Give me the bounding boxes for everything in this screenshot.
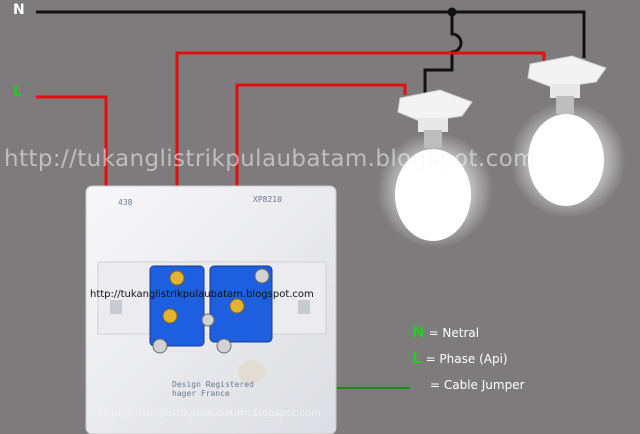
terminal-live-label: L bbox=[13, 84, 22, 100]
legend-key: N bbox=[412, 323, 425, 341]
light-bulb-icon bbox=[510, 55, 626, 218]
legend-text: = Phase (Api) bbox=[425, 352, 508, 366]
light-bulb-icon bbox=[377, 89, 493, 248]
legend-live: L= Phase (Api) bbox=[412, 349, 508, 367]
watermark-url: http://tukanglistrikpulaubatam.blogspot.… bbox=[4, 146, 536, 172]
legend-key: L bbox=[412, 349, 422, 367]
double-switch-mechanism-icon bbox=[149, 265, 273, 354]
plate-code-left: 438 bbox=[118, 198, 133, 207]
plate-design-text: Design Registered hager France bbox=[172, 380, 254, 398]
watermark-url-small: http://tukanglistrikpulaubatam.blogspot.… bbox=[90, 289, 314, 300]
legend-jumper: = Cable Jumper bbox=[430, 378, 525, 392]
plate-code-right: XP8210 bbox=[253, 195, 282, 204]
terminal-neutral-label: N bbox=[13, 2, 25, 18]
legend-text: = Netral bbox=[428, 326, 480, 340]
legend-neutral: N= Netral bbox=[412, 323, 479, 341]
legend-text: = Cable Jumper bbox=[430, 378, 525, 392]
watermark-url-bottom: http://tukanglistrikpulaubatam.blogspot.… bbox=[97, 408, 321, 419]
